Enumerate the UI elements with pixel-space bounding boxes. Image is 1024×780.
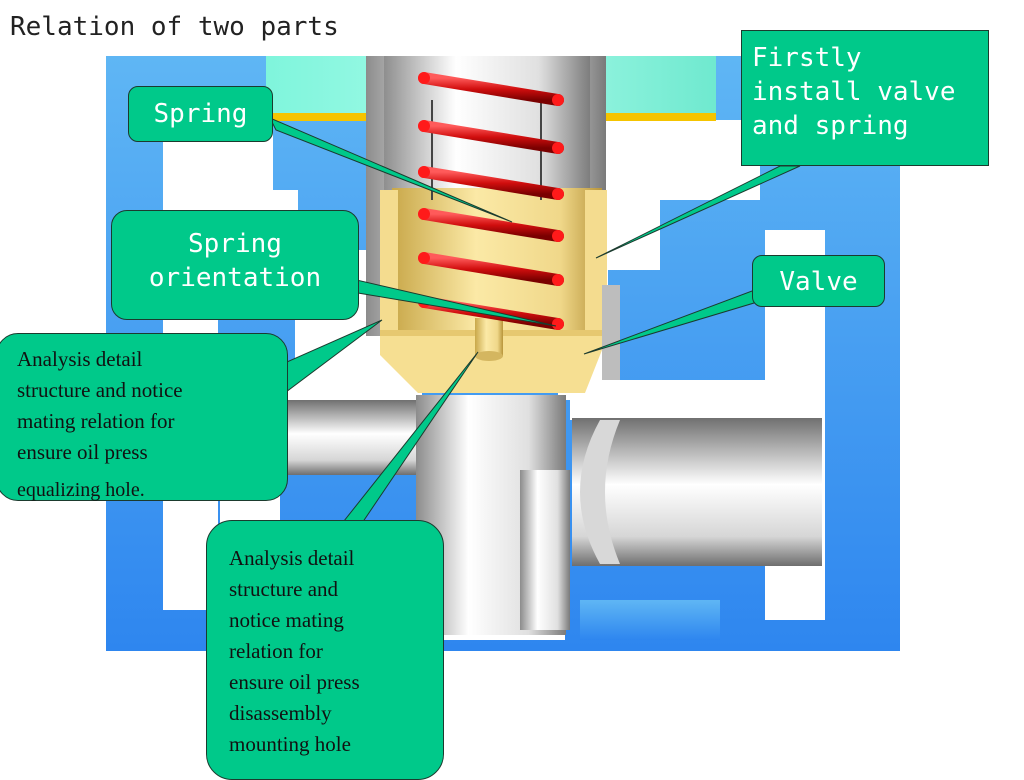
spring-pointer: [268, 117, 513, 223]
analysis1-line-5: equalizing hole.: [17, 479, 145, 501]
spring-guide-inner: [384, 56, 590, 196]
spring-callout-text: Spring: [153, 99, 248, 129]
valve-rim-right: [585, 190, 607, 330]
first-line-2: install valve: [752, 77, 956, 107]
spring-orientation-callout: Spring orientation: [111, 210, 359, 320]
install-first-callout: Firstly install valve and spring: [741, 30, 989, 166]
housing-edge-mark: [602, 285, 620, 380]
analysis1-line-1: Analysis detail: [17, 347, 143, 371]
mounting-hole-callout: Analysis detail structure and notice mat…: [206, 520, 444, 780]
analysis2-line-7: mounting hole: [229, 732, 351, 756]
bore-end-cap: [580, 420, 620, 564]
analysis2-line-2: structure and: [229, 577, 339, 601]
valve-callout-text: Valve: [779, 267, 858, 297]
valve-base: [380, 330, 602, 393]
analysis1-line-3: mating relation for: [17, 409, 175, 433]
page-title: Relation of two parts: [10, 12, 339, 42]
pin-tip: [475, 351, 503, 361]
analysis2-line-3: notice mating: [229, 608, 344, 632]
analysis1-line-4: ensure oil press: [17, 440, 148, 464]
lower-right-port: [580, 600, 720, 640]
first-line-3: and spring: [752, 111, 909, 141]
first-pointer: [595, 165, 801, 259]
orientation-line-1: Spring: [188, 229, 282, 259]
valve-callout: Valve: [752, 255, 885, 307]
stem-lower: [520, 470, 570, 630]
analysis2-line-6: disassembly: [229, 701, 332, 725]
equalizing-pin: [475, 318, 503, 356]
spring-callout: Spring: [128, 86, 273, 142]
analysis2-line-1: Analysis detail: [229, 546, 355, 570]
horizontal-bore: [572, 418, 822, 566]
analysis1-line-2: structure and notice: [17, 378, 183, 402]
first-line-1: Firstly: [752, 43, 862, 73]
orientation-line-2: orientation: [148, 263, 322, 293]
valve-rim-left: [380, 190, 398, 330]
equalizing-hole-callout: Analysis detail structure and notice mat…: [0, 333, 288, 501]
analysis2-line-4: relation for: [229, 639, 323, 663]
analysis2-line-5: ensure oil press: [229, 670, 360, 694]
